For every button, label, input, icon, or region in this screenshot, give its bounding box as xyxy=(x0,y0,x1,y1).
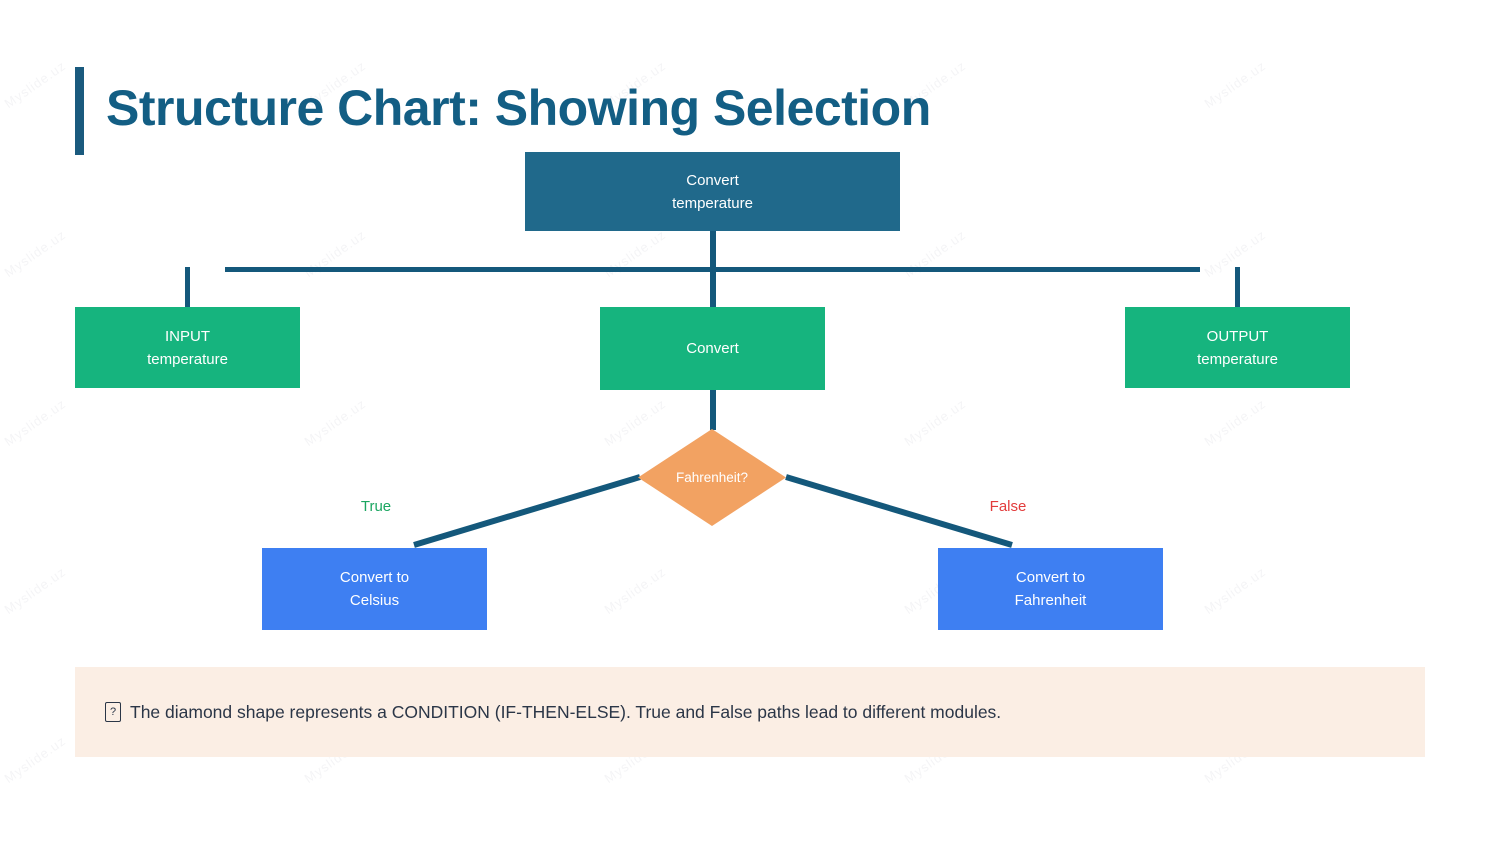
watermark-text: Myslide.uz xyxy=(1201,57,1269,112)
connector-output-stub xyxy=(1235,267,1240,307)
condition-diamond: Fahrenheit? xyxy=(638,429,786,526)
node-convert: Convert xyxy=(600,307,825,390)
false-branch-label: False xyxy=(989,498,1027,515)
page-title: Structure Chart: Showing Selection xyxy=(106,80,931,136)
node-convert-temperature: Convert temperature xyxy=(525,152,900,231)
node-input-temperature: INPUT temperature xyxy=(75,307,300,388)
connector-convert-to-diamond xyxy=(710,390,716,430)
node-convert-to-celsius: Convert to Celsius xyxy=(262,548,487,630)
note-text: The diamond shape represents a CONDITION… xyxy=(130,701,1002,722)
missing-glyph-icon: ? xyxy=(105,702,121,722)
title-accent-bar xyxy=(75,67,84,155)
node-output-temperature: OUTPUT temperature xyxy=(1125,307,1350,388)
connector-root-down xyxy=(710,231,716,307)
connector-true-branch xyxy=(413,474,641,548)
true-branch-label: True xyxy=(360,498,392,515)
condition-label: Fahrenheit? xyxy=(675,470,749,485)
note-banner: ? The diamond shape represents a CONDITI… xyxy=(75,667,1425,757)
node-convert-to-fahrenheit: Convert to Fahrenheit xyxy=(938,548,1163,630)
connector-input-stub xyxy=(185,267,190,307)
